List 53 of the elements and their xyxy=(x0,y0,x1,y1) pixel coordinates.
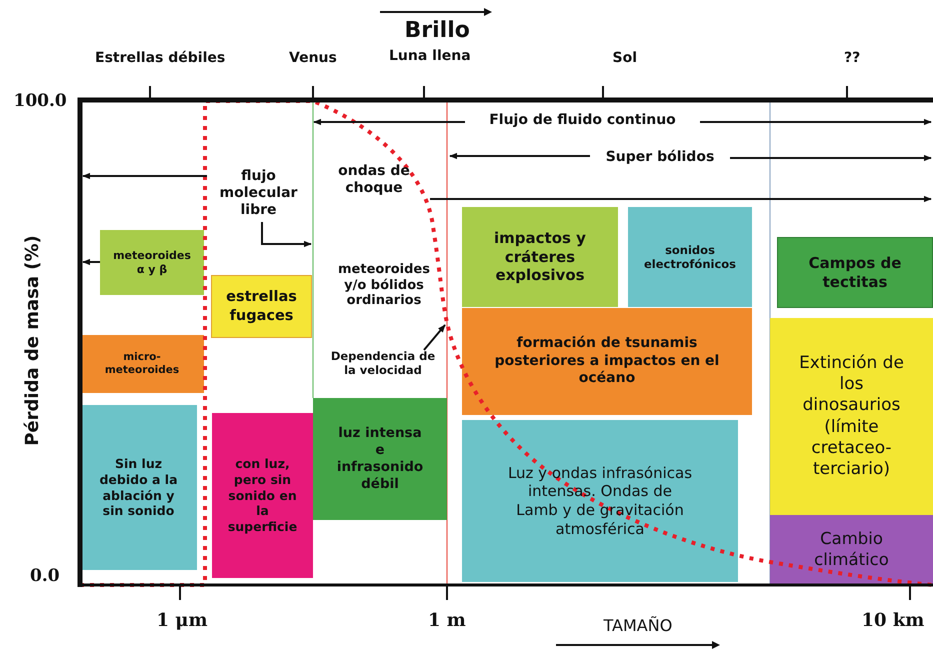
axis-title: TAMAÑO xyxy=(604,616,672,635)
region-label: flujo molecular libre xyxy=(207,168,310,222)
category-box xyxy=(212,413,313,578)
box-label: con luz, pero sin sonido en la superficie xyxy=(226,456,298,535)
tick-label: 100.0 xyxy=(14,91,67,111)
tick-label: ?? xyxy=(844,50,860,66)
category-box xyxy=(462,308,752,415)
box-label: estrellas fugaces xyxy=(225,288,298,325)
arrow xyxy=(82,258,100,266)
region-label: Super bólidos xyxy=(590,149,730,169)
tick-label: Sol xyxy=(612,50,637,66)
category-box xyxy=(462,207,618,307)
category-box xyxy=(770,515,933,585)
category-box xyxy=(211,275,312,338)
category-box xyxy=(80,405,197,570)
box-label: Campos de tectitas xyxy=(808,254,902,292)
tick-label: Luna llena xyxy=(389,48,471,64)
region-label: meteoroides y/o bólidos ordinarios xyxy=(334,262,434,320)
box-label: luz intensa e infrasonido débil xyxy=(336,425,424,493)
box-label: Sin luz debido a la ablación y sin sonido xyxy=(98,456,179,519)
arrow xyxy=(700,118,932,126)
region-label: Flujo de fluido continuo xyxy=(465,112,700,132)
axis-title: Pérdida de masa (%) xyxy=(21,234,42,446)
category-box xyxy=(628,207,752,307)
category-box xyxy=(770,318,933,515)
box-label: meteoroides α y β xyxy=(112,248,192,276)
box-label: sonidos electrofónicos xyxy=(642,242,738,272)
tick-label: Estrellas débiles xyxy=(95,50,226,66)
arrow xyxy=(82,172,207,180)
region-label: Dependencia de la velocidad xyxy=(327,350,439,388)
arrow xyxy=(423,324,446,351)
tick-label: 1 m xyxy=(428,610,466,631)
arrow xyxy=(261,222,312,248)
category-box xyxy=(100,230,204,295)
tick-label: Venus xyxy=(289,50,337,66)
tick-label: 1 μm xyxy=(156,610,208,631)
axis-title: Brillo xyxy=(404,18,470,43)
box-label: Extinción de los dinosaurios (límite cretaceo- terciario) xyxy=(798,352,905,480)
arrow xyxy=(430,196,932,202)
category-box xyxy=(313,398,447,520)
category-box xyxy=(462,420,738,582)
category-box xyxy=(777,237,933,308)
arrow xyxy=(449,152,590,160)
tick-label: 10 km xyxy=(862,610,924,631)
category-box xyxy=(80,335,204,393)
region-label: ondas de choque xyxy=(318,163,430,207)
arrow xyxy=(730,154,932,162)
box-label: Cambio climático xyxy=(813,529,890,571)
tick-label: 0.0 xyxy=(30,566,60,586)
box-label: formación de tsunamis posteriores a impactos en el océano xyxy=(494,335,720,388)
arrow xyxy=(313,118,465,126)
box-label: micro- meteoroides xyxy=(104,350,180,378)
box-label: impactos y cráteres explosivos xyxy=(493,228,587,286)
